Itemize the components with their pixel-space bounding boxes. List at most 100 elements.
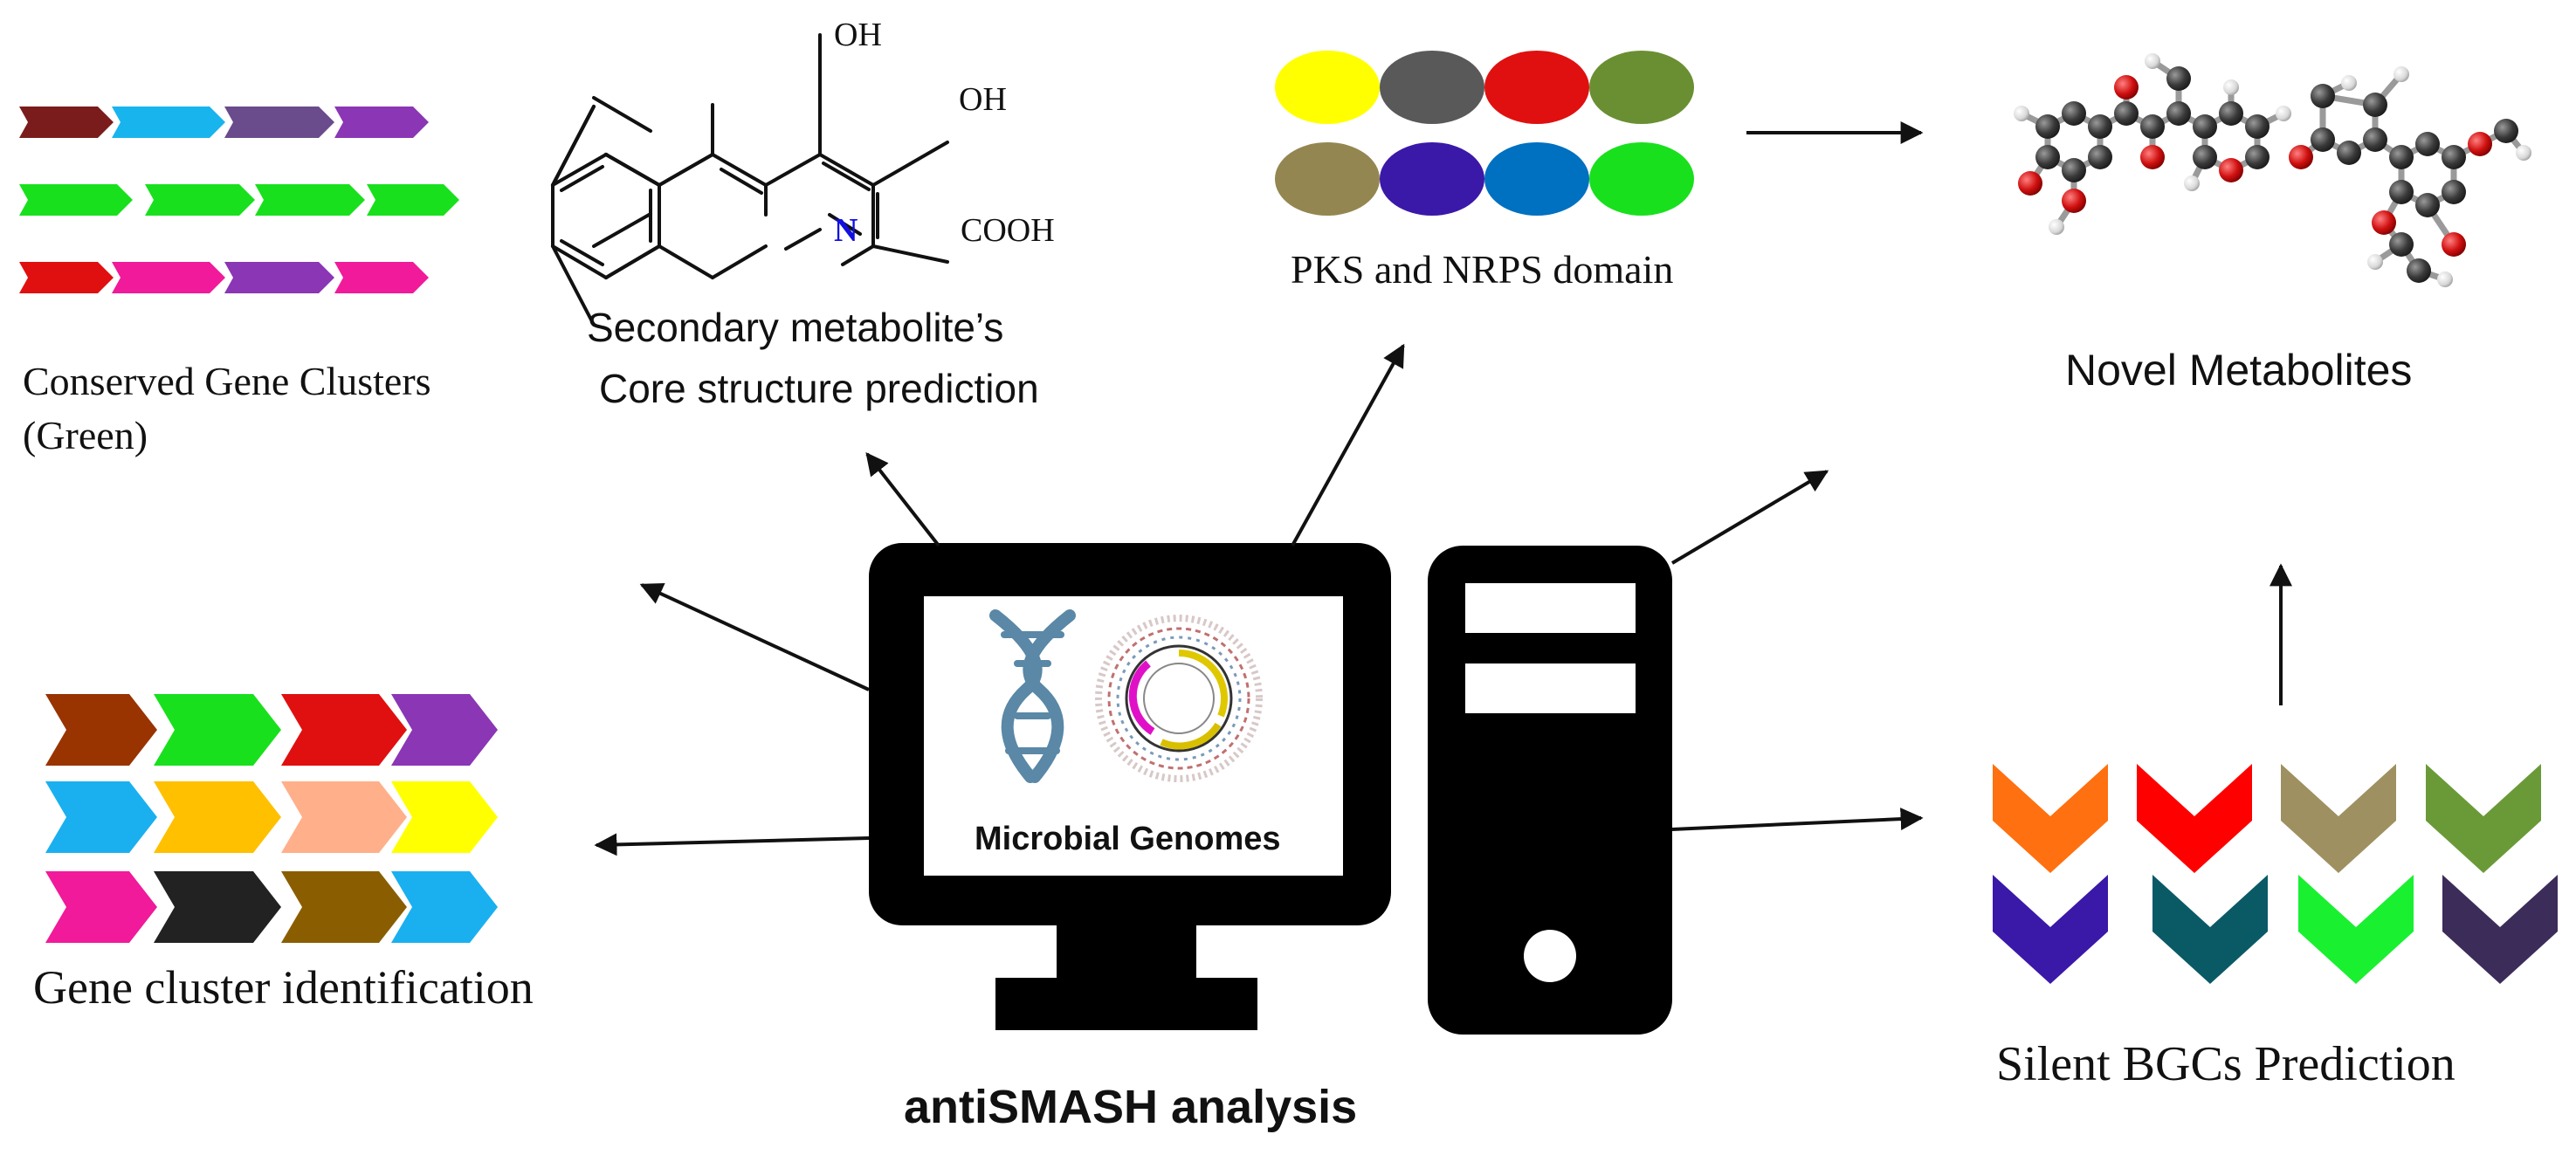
- molecule-atom: [2166, 101, 2191, 126]
- molecule-atom: [2114, 101, 2139, 126]
- domain-ellipse: [1275, 142, 1380, 216]
- molecule-atom: [2145, 53, 2160, 69]
- molecule-atom: [2289, 145, 2313, 169]
- microbial-genomes-label: Microbial Genomes: [975, 821, 1281, 857]
- gene-cluster-arrow: [391, 694, 498, 766]
- molecule-atom: [2049, 219, 2064, 235]
- novel-metabolites-label: Novel Metabolites: [2065, 346, 2413, 395]
- quinoline-core-lines: [592, 96, 652, 248]
- domain-ellipse: [1380, 51, 1484, 124]
- molecule-atom: [2389, 232, 2414, 257]
- conserved-gene-arrow: [19, 184, 133, 216]
- gene-cluster-arrow: [154, 781, 281, 853]
- conserved-gene-arrow: [19, 262, 114, 293]
- molecule-atom: [2184, 175, 2200, 191]
- molecule-atom: [2088, 114, 2112, 139]
- gene-cluster-arrow: [391, 871, 498, 943]
- molecule-atom: [2140, 145, 2165, 169]
- silent-bgc-chevron: [2426, 764, 2541, 873]
- domain-ellipse: [1484, 51, 1589, 124]
- molecule-atom: [2393, 66, 2409, 82]
- gene-cluster-arrow: [281, 694, 407, 766]
- molecule-atom: [2372, 210, 2396, 235]
- silent-bgc-chevron: [2152, 875, 2268, 984]
- gene-cluster-arrow: [154, 871, 281, 943]
- domain-ellipse: [1589, 142, 1694, 216]
- gene-cluster-identification-label: Gene cluster identification: [33, 961, 534, 1014]
- molecule-atom: [2140, 114, 2165, 139]
- gene-cluster-arrow: [45, 781, 157, 853]
- domain-ellipse: [1589, 51, 1694, 124]
- secondary-metabolite-label: Secondary metabolite’s: [587, 305, 1004, 350]
- chem-cooh: COOH: [961, 212, 1055, 249]
- molecule-atom: [2193, 114, 2217, 139]
- circular-genome-map-icon: [1095, 615, 1263, 782]
- molecule-atom: [2193, 145, 2217, 169]
- antismash-analysis-label: antiSMASH analysis: [904, 1081, 1358, 1133]
- gene-cluster-arrow: [45, 871, 157, 943]
- molecule-atom: [2363, 127, 2387, 152]
- molecule-atom: [2468, 132, 2492, 156]
- silent-bgc-chevron: [1993, 764, 2108, 873]
- silent-bgc-chevron: [1993, 875, 2108, 984]
- chem-oh-top: OH: [834, 17, 882, 53]
- conserved-gene-arrow: [367, 184, 459, 216]
- molecule-atom: [2407, 258, 2431, 283]
- molecule-atom: [2311, 84, 2335, 108]
- silent-bgcs-label: Silent BGCs Prediction: [1996, 1037, 2455, 1091]
- molecule-atom: [2245, 114, 2269, 139]
- conserved-gene-arrow: [19, 107, 114, 138]
- dna-helix-icon: [989, 609, 1076, 783]
- molecule-atom: [2341, 75, 2357, 91]
- conserved-gene-arrow: [334, 107, 429, 138]
- silent-bgc-chevron: [2298, 875, 2414, 984]
- molecule-atom: [2311, 127, 2335, 152]
- molecule-atom: [2437, 272, 2453, 287]
- conserved-gene-clusters-label: Conserved Gene Clusters: [23, 359, 431, 403]
- core-structure-label: Core structure prediction: [599, 366, 1039, 411]
- quinoline-structure-icon: [551, 33, 949, 327]
- molecule-atom: [2276, 106, 2291, 121]
- conserved-gene-clusters-sublabel: (Green): [23, 413, 148, 457]
- gene-cluster-arrows: [45, 694, 498, 943]
- conserved-gene-arrow: [224, 107, 334, 138]
- molecule-atom: [2516, 145, 2531, 161]
- computer-tower-icon: [1428, 546, 1672, 1035]
- molecule-atom: [2166, 66, 2191, 91]
- molecule-atom: [2219, 101, 2243, 126]
- molecule-atom: [2337, 141, 2361, 165]
- pks-nrps-label: PKS and NRPS domain: [1291, 247, 1674, 292]
- molecule-atom: [2389, 145, 2414, 169]
- domain-ellipse: [1275, 51, 1380, 124]
- molecule-atom: [2035, 145, 2060, 169]
- molecule-atom: [2363, 93, 2387, 117]
- molecule-atom: [2219, 158, 2243, 182]
- molecule-atom: [2088, 145, 2112, 169]
- flow-arrows: [594, 121, 2292, 856]
- molecule-atom: [2223, 79, 2239, 95]
- gene-cluster-arrow: [154, 694, 281, 766]
- molecule-atom: [2062, 101, 2086, 126]
- gene-cluster-arrow: [391, 781, 498, 853]
- molecule-atom: [2062, 189, 2086, 213]
- molecule-atom: [2389, 180, 2414, 204]
- molecule-atom: [2367, 254, 2383, 270]
- conserved-gene-arrow: [112, 262, 225, 293]
- pks-nrps-domain-ellipses: [1275, 51, 1694, 216]
- molecule-atom: [2442, 180, 2466, 204]
- molecule-atom: [2442, 232, 2466, 257]
- molecule-atom: [2018, 171, 2042, 196]
- gene-cluster-arrow: [45, 694, 157, 766]
- conserved-gene-arrow: [255, 184, 365, 216]
- molecule-atom: [2062, 158, 2086, 182]
- molecule-atom: [2014, 106, 2029, 121]
- conserved-gene-arrow: [334, 262, 429, 293]
- silent-bgc-chevron: [2137, 764, 2252, 873]
- molecule-atom: [2415, 132, 2440, 156]
- chem-oh-right: OH: [959, 81, 1007, 118]
- domain-ellipse: [1380, 142, 1484, 216]
- chem-nitrogen: N: [834, 212, 858, 249]
- conserved-gene-arrow: [224, 262, 334, 293]
- computer-monitor-icon: [869, 543, 1391, 1030]
